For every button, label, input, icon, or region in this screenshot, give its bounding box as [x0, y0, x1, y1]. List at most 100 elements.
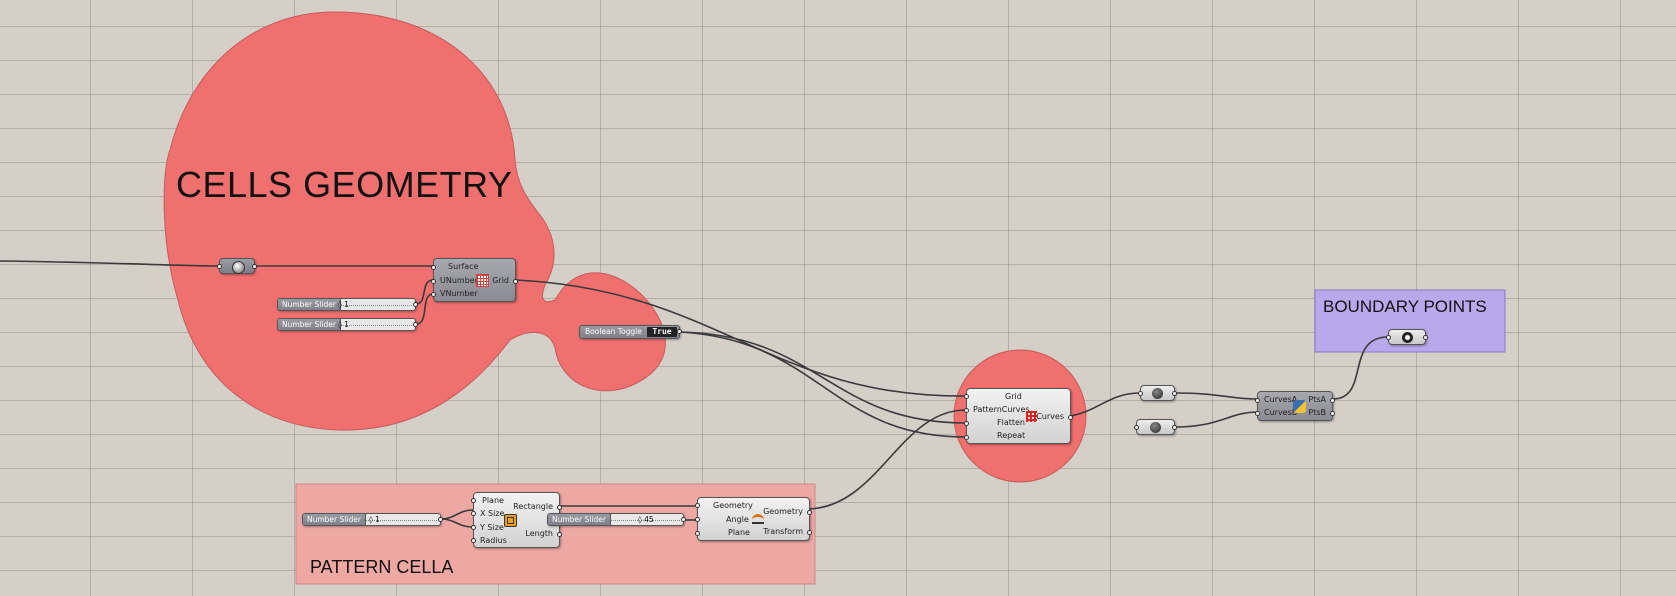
surface-grid-dot-out[interactable] [513, 279, 518, 284]
rectangle-dot-in-3[interactable] [471, 525, 476, 530]
pattern-dot-in-1[interactable] [964, 394, 969, 399]
rectangle-dot-out-2[interactable] [557, 532, 562, 537]
rectangle-component[interactable]: Plane X Size Y Size Radius Rectangle Len… [471, 492, 562, 548]
python-dot-out-2[interactable] [1330, 411, 1335, 416]
rotate-input-angle[interactable]: Angle [726, 515, 749, 524]
python-input-curvesb[interactable]: CurvesB [1264, 408, 1298, 417]
python-output-ptsb[interactable]: PtsB [1308, 408, 1326, 417]
wire-python-points [1332, 336, 1389, 400]
pattern-input-repeat[interactable]: Repeat [997, 431, 1026, 440]
rotate-icon [752, 514, 764, 524]
rectangle-input-plane[interactable]: Plane [482, 496, 504, 505]
curve-param-b[interactable] [1134, 419, 1177, 435]
rectangle-output-rectangle[interactable]: Rectangle [513, 502, 553, 511]
wire-pattern-curve-a [1070, 392, 1141, 417]
surface-grid-dot-in-1[interactable] [431, 265, 436, 270]
slider-v[interactable]: Number Slider ◊ 1 [277, 318, 418, 331]
slider-v-value: ◊ 1 [338, 320, 349, 329]
point-param[interactable] [1386, 329, 1428, 345]
wire-size-y [440, 518, 474, 528]
rotate-output-transform[interactable]: Transform [763, 527, 803, 536]
slider-size-track[interactable] [361, 514, 437, 521]
pattern-dot-in-4[interactable] [964, 435, 969, 440]
slider-u-name: Number Slider [278, 299, 341, 310]
boolean-toggle-output[interactable] [677, 329, 682, 334]
boolean-toggle-value[interactable]: True [647, 327, 677, 337]
python-dot-in-2[interactable] [1255, 411, 1260, 416]
pattern-component[interactable]: Grid PatternCurves Flatten Repeat Curves [964, 388, 1073, 444]
wire-toggle-repeat [679, 331, 967, 438]
curve-param-a[interactable] [1138, 385, 1177, 401]
slider-size-name: Number Slider [303, 514, 366, 525]
python-input-curvesa[interactable]: CurvesA [1264, 395, 1298, 404]
wire-curve-b-python [1174, 411, 1258, 428]
curve-param-b-output[interactable] [1172, 425, 1177, 430]
python-component[interactable]: CurvesA CurvesB PtsA PtsB [1255, 391, 1335, 421]
rotate-dot-in-3[interactable] [695, 531, 700, 536]
slider-angle-track[interactable] [604, 514, 680, 521]
rotate-input-geometry[interactable]: Geometry [713, 501, 753, 510]
pattern-output-curves[interactable]: Curves [1036, 412, 1064, 421]
slider-angle[interactable]: Number Slider ◊ 45 [547, 513, 686, 526]
slider-u-track[interactable] [336, 299, 412, 306]
slider-u-output[interactable] [413, 302, 418, 307]
rotate-component[interactable]: Geometry Angle Plane Geometry Transform [695, 497, 812, 541]
curve-param-a-output[interactable] [1172, 391, 1177, 396]
rotate-dot-in-1[interactable] [695, 503, 700, 508]
python-output-ptsa[interactable]: PtsA [1308, 395, 1326, 404]
rotate-output-geometry[interactable]: Geometry [763, 507, 803, 516]
point-param-output[interactable] [1423, 335, 1428, 340]
rectangle-dot-in-2[interactable] [471, 511, 476, 516]
rectangle-dot-out-1[interactable] [557, 505, 562, 510]
pattern-input-grid[interactable]: Grid [1005, 392, 1022, 401]
slider-size-output[interactable] [438, 517, 443, 522]
slider-v-track[interactable] [336, 319, 412, 326]
surface-grid-output-grid[interactable]: Grid [492, 276, 509, 285]
python-dot-out-1[interactable] [1330, 398, 1335, 403]
pattern-input-patterncurves[interactable]: PatternCurves [973, 405, 1030, 414]
grid-icon [476, 274, 489, 287]
slider-v-output[interactable] [413, 322, 418, 327]
slider-size[interactable]: Number Slider ◊ 1 [302, 513, 443, 526]
rectangle-input-ysize[interactable]: Y Size [480, 523, 504, 532]
slider-angle-name: Number Slider [548, 514, 611, 525]
surface-grid-input-surface[interactable]: Surface [448, 262, 479, 271]
rotate-dot-in-2[interactable] [695, 517, 700, 522]
rotate-dot-out-1[interactable] [807, 510, 812, 515]
pattern-dot-in-2[interactable] [964, 408, 969, 413]
rectangle-input-xsize[interactable]: X Size [480, 509, 505, 518]
surface-param-output[interactable] [252, 264, 257, 269]
wire-grid-pattern [515, 279, 967, 397]
slider-u[interactable]: Number Slider ◊ 1 [277, 298, 418, 311]
python-icon [1293, 400, 1306, 413]
surface-grid-input-unumber[interactable]: UNumber [440, 276, 478, 285]
pattern-cella-label: PATTERN CELLA [310, 557, 454, 577]
surface-grid-dot-in-3[interactable] [431, 292, 436, 297]
curve-param-b-input[interactable] [1134, 425, 1139, 430]
python-dot-in-1[interactable] [1255, 398, 1260, 403]
surface-param-icon [231, 260, 245, 274]
point-param-icon [1401, 331, 1413, 343]
curve-param-a-input[interactable] [1138, 391, 1143, 396]
boolean-toggle[interactable]: Boolean Toggle True [579, 325, 682, 339]
pattern-input-flatten[interactable]: Flatten [997, 418, 1025, 427]
surface-param[interactable] [217, 258, 257, 274]
surface-grid-component[interactable]: Surface UNumber VNumber Grid [431, 258, 518, 302]
point-param-input[interactable] [1386, 335, 1391, 340]
surface-param-input[interactable] [217, 264, 222, 269]
cells-geometry-group[interactable] [163, 11, 666, 431]
rectangle-dot-in-1[interactable] [471, 498, 476, 503]
pattern-dot-out[interactable] [1068, 415, 1073, 420]
surface-grid-input-vnumber[interactable]: VNumber [440, 289, 478, 298]
wire-slider-v [415, 293, 434, 325]
curve-param-icon [1150, 421, 1161, 433]
pattern-dot-in-3[interactable] [964, 421, 969, 426]
rectangle-input-radius[interactable]: Radius [480, 536, 507, 545]
rotate-input-plane[interactable]: Plane [728, 528, 750, 537]
surface-grid-dot-in-2[interactable] [431, 279, 436, 284]
rotate-dot-out-2[interactable] [807, 530, 812, 535]
slider-angle-value: ◊ 45 [638, 515, 654, 524]
slider-angle-output[interactable] [681, 517, 686, 522]
rectangle-output-length[interactable]: Length [525, 529, 553, 538]
rectangle-dot-in-4[interactable] [471, 538, 476, 543]
